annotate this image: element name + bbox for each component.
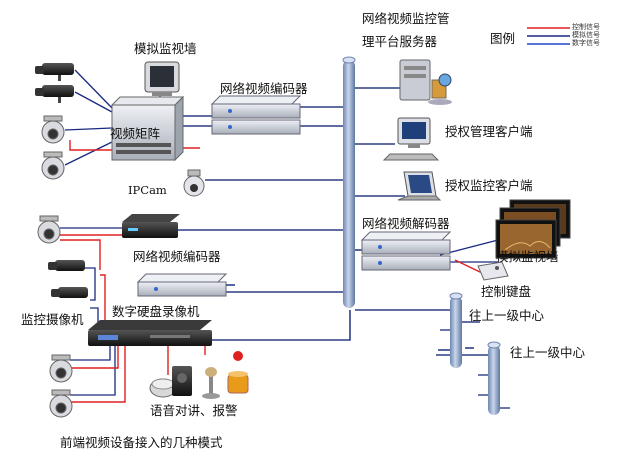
tv-wall-icon — [495, 199, 571, 259]
network-encoder-mid — [136, 273, 228, 297]
diagram-caption: 前端视频设备接入的几种模式 — [60, 435, 223, 450]
bullet-camera-icon — [35, 63, 74, 103]
auth-monitor-client-label: 授权监控客户端 — [445, 178, 533, 193]
ip-camera-icon — [183, 169, 205, 197]
encoder-top-label: 网络视频编码器 — [220, 81, 308, 96]
monitor-client-laptop-icon — [397, 171, 442, 201]
network-encoder-top — [210, 95, 302, 135]
management-client-pc-icon — [382, 117, 440, 161]
platform-server-label-line1: 网络视频监控管 — [362, 11, 450, 26]
network-video-server-black — [122, 214, 180, 238]
upper-center-pipe-1 — [449, 292, 463, 368]
video-matrix-box — [110, 95, 185, 162]
platform-server-icon — [399, 59, 452, 105]
upper-center-label-1: 往上一级中心 — [469, 308, 545, 323]
analog-monitor-wall-label: 模拟监视墙 — [134, 41, 197, 56]
control-keyboard-icon — [477, 261, 509, 281]
legend-title: 图例 — [490, 31, 516, 46]
upper-center-label-2: 往上一级中心 — [510, 345, 586, 360]
legend-item-control: 控制信号 — [572, 23, 600, 31]
legend — [527, 27, 570, 45]
dome-camera-icon — [37, 115, 73, 418]
video-matrix-label: 视频矩阵 — [110, 126, 161, 141]
dvr-device-icon — [88, 320, 212, 346]
control-keyboard-label: 控制键盘 — [481, 284, 532, 299]
network-backbone — [342, 56, 356, 308]
platform-server-label-line2: 理平台服务器 — [362, 34, 438, 49]
upper-center-pipe-2 — [487, 341, 501, 415]
auth-manage-client-label: 授权管理客户端 — [445, 124, 533, 139]
audio-alarm-label: 语音对讲、报警 — [150, 403, 238, 418]
audio-alarm-devices — [149, 351, 249, 399]
encoder-mid-label: 网络视频编码器 — [133, 249, 221, 264]
decoder-label: 网络视频解码器 — [362, 216, 450, 231]
analog-wall-right-label: 模拟监视墙 — [496, 249, 559, 264]
legend-item-analog: 模拟信号 — [572, 31, 600, 39]
dvr-label: 数字硬盘录像机 — [112, 304, 200, 319]
monitor-camera-label: 监控摄像机 — [21, 312, 84, 327]
legend-item-digital: 数字信号 — [572, 39, 600, 47]
surveillance-camera-icon — [48, 260, 88, 298]
network-decoder — [360, 231, 452, 271]
analog-monitor-icon — [144, 61, 180, 96]
ipcam-label: IPCam — [128, 183, 167, 197]
